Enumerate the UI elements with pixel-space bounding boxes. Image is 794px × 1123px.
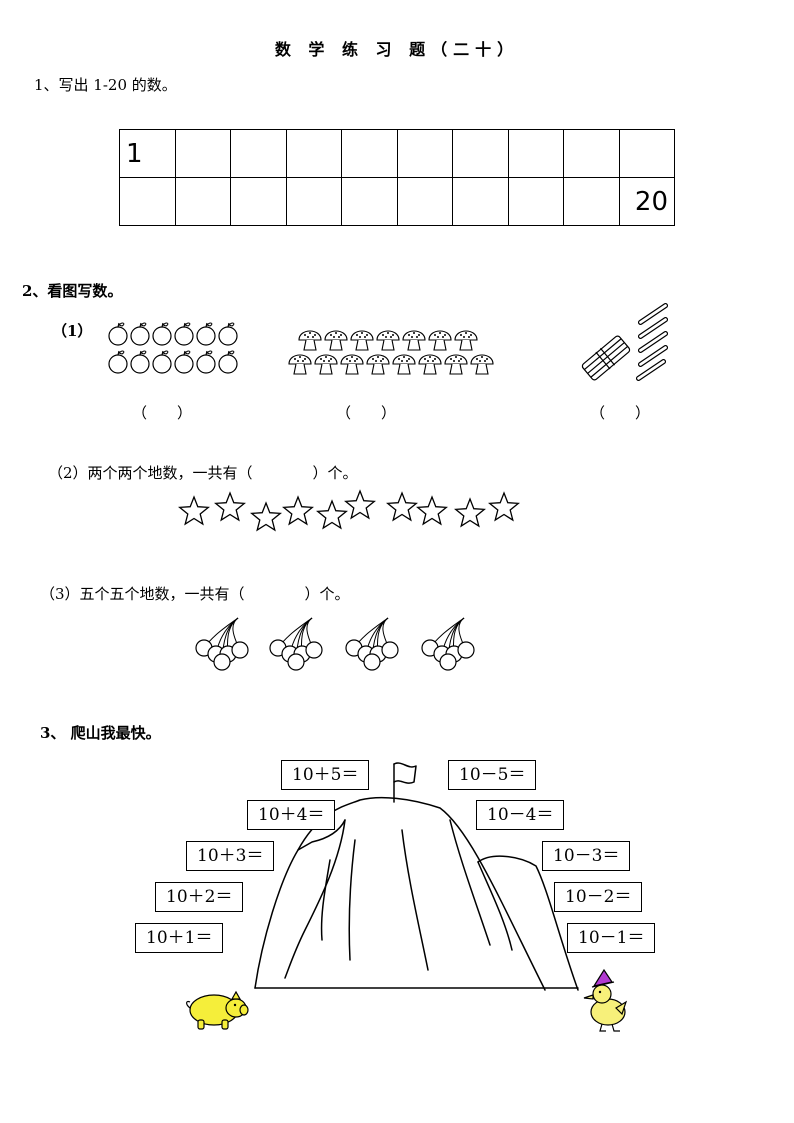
equation-right-2[interactable]: 10－2＝ (554, 882, 643, 912)
apple-icon (218, 350, 238, 374)
answer-blank-sticks[interactable]: （ ） (590, 404, 651, 422)
star-icon (214, 491, 246, 522)
grid-cell-1: 1 (119, 129, 176, 178)
star-icon (178, 495, 210, 526)
equation-left-5[interactable]: 10＋5＝ (281, 760, 370, 790)
star-icon (316, 499, 348, 530)
mushroom-icon (298, 330, 322, 351)
cherries-illustration (195, 617, 475, 671)
equation-right-4[interactable]: 10－4＝ (476, 800, 565, 830)
question-1-label: 1、写出 1-20 的数。 (34, 76, 177, 94)
star-icon (416, 495, 448, 526)
equation-left-3[interactable]: 10＋3＝ (186, 841, 275, 871)
grid-cell[interactable] (396, 129, 453, 178)
number-grid: 1 20 (119, 129, 675, 226)
duck-illustration (583, 968, 628, 1032)
mushroom-icon (402, 330, 426, 351)
answer-blank-mushrooms[interactable]: （ ） (336, 404, 397, 422)
apple-icon (108, 350, 128, 374)
apple-icon (130, 322, 150, 346)
grid-cell[interactable] (452, 129, 509, 178)
apple-icon (152, 322, 172, 346)
sticks-illustration (581, 303, 669, 381)
equation-right-1[interactable]: 10－1＝ (567, 923, 656, 953)
answer-blank-apples[interactable]: （ ） (132, 404, 193, 422)
equation-right-5[interactable]: 10－5＝ (448, 760, 537, 790)
mushrooms-illustration (288, 330, 494, 375)
grid-row: 1 (119, 129, 675, 178)
grid-cell[interactable] (230, 129, 287, 178)
grid-cell[interactable] (452, 177, 509, 226)
mushroom-icon (340, 354, 364, 375)
grid-cell[interactable] (507, 129, 564, 178)
grid-row: 20 (119, 177, 675, 226)
apple-icon (152, 350, 172, 374)
apple-icon (218, 322, 238, 346)
equation-left-2[interactable]: 10＋2＝ (155, 882, 244, 912)
pig-illustration (186, 990, 249, 1030)
apple-icon (174, 322, 194, 346)
cherry-bunch-icon (421, 617, 475, 671)
mushroom-icon (324, 330, 348, 351)
question-2-label: 2、看图写数。 (22, 282, 123, 300)
question-2-2-label: （2）两个两个地数，一共有（ ）个。 (48, 464, 358, 482)
mushroom-icon (366, 354, 390, 375)
apple-icon (174, 350, 194, 374)
star-icon (454, 497, 486, 528)
question-2-1-label: （1） (52, 322, 93, 340)
grid-cell[interactable] (230, 177, 287, 226)
mushroom-icon (428, 330, 452, 351)
mushroom-icon (350, 330, 374, 351)
grid-cell[interactable] (507, 177, 564, 226)
stars-illustration (178, 489, 520, 532)
mushroom-icon (288, 354, 312, 375)
equation-left-1[interactable]: 10＋1＝ (135, 923, 224, 953)
star-icon (282, 495, 314, 526)
apple-icon (196, 322, 216, 346)
grid-cell[interactable] (396, 177, 453, 226)
equation-left-4[interactable]: 10＋4＝ (247, 800, 336, 830)
star-icon (344, 489, 376, 520)
cherry-bunch-icon (195, 617, 249, 671)
equation-right-3[interactable]: 10－3＝ (542, 841, 631, 871)
star-icon (488, 491, 520, 522)
question-3-label: 3、 爬山我最快。 (40, 724, 161, 742)
mushroom-icon (454, 330, 478, 351)
apple-icon (130, 350, 150, 374)
cherry-bunch-icon (269, 617, 323, 671)
grid-cell[interactable] (174, 177, 231, 226)
mushroom-icon (418, 354, 442, 375)
apples-illustration (108, 322, 238, 374)
grid-cell[interactable] (285, 177, 342, 226)
cherry-bunch-icon (345, 617, 399, 671)
star-icon (386, 491, 418, 522)
page-title: 数 学 练 习 题（二十） (274, 40, 520, 59)
apple-icon (108, 322, 128, 346)
grid-cell[interactable] (563, 177, 620, 226)
mushroom-icon (444, 354, 468, 375)
mushroom-icon (376, 330, 400, 351)
mushroom-icon (392, 354, 416, 375)
question-2-3-label: （3）五个五个地数，一共有（ ）个。 (40, 585, 350, 603)
mushroom-icon (314, 354, 338, 375)
grid-cell[interactable] (285, 129, 342, 178)
mushroom-icon (470, 354, 494, 375)
grid-cell-20: 20 (618, 177, 675, 226)
grid-cell[interactable] (119, 177, 176, 226)
apple-icon (196, 350, 216, 374)
star-icon (250, 501, 282, 532)
grid-cell[interactable] (563, 129, 620, 178)
